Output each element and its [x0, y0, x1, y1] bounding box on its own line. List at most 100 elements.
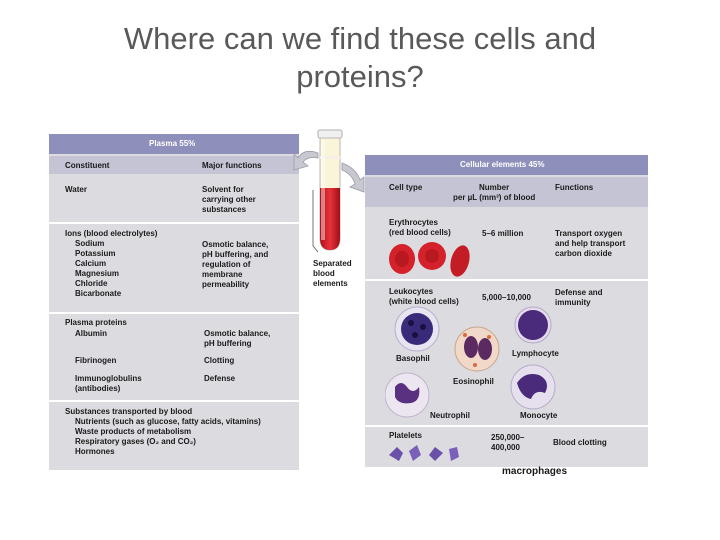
- albumin-fn-line: pH buffering: [204, 339, 252, 348]
- neutrophil-label: Neutrophil: [430, 411, 470, 420]
- transport-title: Substances transported by blood: [65, 407, 193, 416]
- monocyte-label: Monocyte: [520, 411, 558, 420]
- water-functions: Solvent for carrying other substances: [202, 185, 256, 215]
- rbc-icon: [450, 245, 470, 277]
- platelet-icon: [449, 447, 459, 461]
- immunoglobulins-label: Immunoglobulins (antibodies): [65, 374, 142, 394]
- white-blood-cells-illustration: [385, 306, 556, 418]
- ions-functions: Osmotic balance, pH buffering, and regul…: [202, 240, 268, 290]
- erythro-line: (red blood cells): [389, 228, 451, 237]
- platelets-num-line: 250,000–: [491, 433, 525, 442]
- leukocytes-functions: Defense and immunity: [555, 288, 603, 308]
- ions-fn-line: Osmotic balance,: [202, 240, 269, 249]
- erythro-fn-line: Transport oxygen: [555, 229, 623, 238]
- cellular-col-functions: Functions: [555, 183, 594, 192]
- row-divider: [365, 425, 648, 427]
- albumin-functions: Osmotic balance, pH buffering: [204, 329, 270, 349]
- plasma-header-label: Plasma 55%: [149, 139, 196, 148]
- leukocytes-number: 5,000–10,000: [482, 293, 531, 302]
- erythrocytes-functions: Transport oxygen and help transport carb…: [555, 229, 625, 259]
- immuno-line: Immunoglobulins: [75, 374, 142, 383]
- fibrinogen-label: Fibrinogen: [75, 356, 117, 365]
- ion-item: Potassium: [75, 249, 116, 258]
- erythrocytes-label: Erythrocytes (red blood cells): [389, 218, 451, 238]
- erythro-line: Erythrocytes: [389, 218, 438, 227]
- water-fn-line: substances: [202, 205, 247, 214]
- erythro-fn-line: carbon dioxide: [555, 249, 612, 258]
- leuko-fn-line: immunity: [555, 298, 591, 307]
- red-blood-cells-illustration: [389, 242, 470, 277]
- lymphocyte-label: Lymphocyte: [512, 349, 559, 358]
- platelets-num-line: 400,000: [491, 443, 520, 452]
- transport-item: Waste products of metabolism: [75, 427, 192, 436]
- immuno-line: (antibodies): [75, 384, 121, 393]
- tube-label: Separated blood elements: [313, 259, 352, 289]
- ions-fn-line: regulation of: [202, 260, 251, 269]
- transport-group: Substances transported by blood Nutrient…: [65, 407, 261, 457]
- erythrocytes-number: 5–6 million: [482, 229, 524, 238]
- immunoglobulins-function: Defense: [204, 374, 236, 383]
- proteins-title: Plasma proteins: [65, 318, 127, 327]
- test-tube-illustration: [293, 129, 365, 253]
- ions-fn-line: pH buffering, and: [202, 250, 269, 259]
- fibrinogen-function: Clotting: [204, 356, 235, 365]
- slide-title-line-1: Where can we find these cells and: [123, 21, 597, 56]
- eosinophil-label: Eosinophil: [453, 377, 494, 386]
- leuko-line: Leukocytes: [389, 287, 434, 296]
- platelets-label: Platelets: [389, 431, 422, 440]
- platelets-function: Blood clotting: [553, 438, 607, 447]
- row-divider: [49, 312, 299, 314]
- ion-item: Calcium: [75, 259, 107, 268]
- albumin-label: Albumin: [75, 329, 107, 338]
- row-divider: [49, 400, 299, 402]
- plasma-col-constituent: Constituent: [65, 161, 110, 170]
- tube-label-line: elements: [313, 279, 348, 288]
- plasma-header: Plasma 55%: [49, 134, 299, 154]
- ion-item: Magnesium: [75, 269, 120, 278]
- platelet-icon: [409, 445, 421, 461]
- cellular-column-header: [365, 177, 648, 207]
- basophil-label: Basophil: [396, 354, 430, 363]
- tube-label-line: Separated: [313, 259, 352, 268]
- slide-title-line-2: proteins?: [296, 59, 424, 94]
- leuko-line: (white blood cells): [389, 297, 459, 306]
- arrow-left-icon: [293, 150, 319, 171]
- plasma-panel: Plasma 55% Constituent Major functions W…: [49, 134, 299, 470]
- cellular-col-type: Cell type: [389, 183, 423, 192]
- transport-item: Hormones: [75, 447, 115, 456]
- slide-title: Where can we find these cells and protei…: [60, 20, 660, 96]
- ions-group: Ions (blood electrolytes) Sodium Potassi…: [65, 229, 157, 299]
- transport-item: Respiratory gases (O₂ and CO₂): [75, 437, 196, 446]
- water-fn-line: carrying other: [202, 195, 256, 204]
- plasma-column-header: [49, 156, 299, 174]
- cut-caption: macrophages: [502, 466, 568, 477]
- platelet-icon: [389, 447, 403, 461]
- ion-item: Bicarbonate: [75, 289, 122, 298]
- arrow-right-icon: [341, 162, 365, 193]
- cellular-panel: Cellular elements 45% Cell type Number p…: [365, 155, 648, 467]
- cellular-col-number: Number per µL (mm³) of blood: [453, 183, 535, 203]
- cellular-header-label: Cellular elements 45%: [460, 160, 545, 169]
- leuko-fn-line: Defense and: [555, 288, 603, 297]
- row-divider: [365, 279, 648, 281]
- albumin-fn-line: Osmotic balance,: [204, 329, 271, 338]
- erythro-fn-line: and help transport: [555, 239, 626, 248]
- ions-fn-line: membrane: [202, 270, 243, 279]
- water-fn-line: Solvent for: [202, 185, 244, 194]
- platelets-illustration: [389, 445, 459, 461]
- row-divider: [49, 222, 299, 224]
- platelets-number: 250,000– 400,000: [491, 433, 524, 453]
- ions-title: Ions (blood electrolytes): [65, 229, 158, 238]
- plasma-col-functions: Major functions: [202, 161, 262, 170]
- ions-fn-line: permeability: [202, 280, 250, 289]
- col-number-line: per µL (mm³) of blood: [453, 193, 536, 202]
- ion-item: Chloride: [75, 279, 108, 288]
- leukocytes-label: Leukocytes (white blood cells): [389, 287, 459, 307]
- ion-item: Sodium: [75, 239, 105, 248]
- cellular-header: Cellular elements 45%: [365, 155, 648, 175]
- transport-item: Nutrients (such as glucose, fatty acids,…: [75, 417, 261, 426]
- water-label: Water: [65, 185, 87, 194]
- tube-label-line: blood: [313, 269, 335, 278]
- col-number-line: Number: [479, 183, 510, 192]
- platelet-icon: [429, 447, 443, 461]
